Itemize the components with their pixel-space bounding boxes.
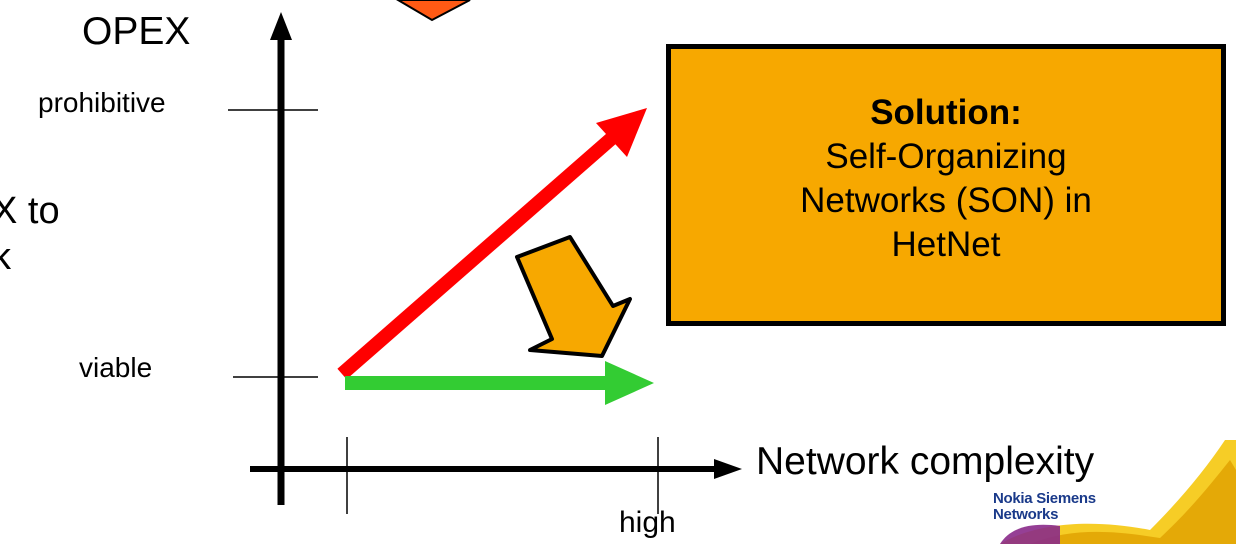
logo-wave xyxy=(1000,440,1236,544)
y-tick-label-viable: viable xyxy=(79,352,153,383)
logo-text-line2: Networks xyxy=(993,506,1059,523)
y-axis-arrowhead xyxy=(270,12,292,40)
orange-block-arrow xyxy=(515,235,632,358)
y-axis-label: OPEX xyxy=(82,10,191,53)
y-tick-label-prohibitive: prohibitive xyxy=(38,87,166,118)
left-text-fragment-line2: k xyxy=(0,236,11,278)
x-axis-arrowhead xyxy=(714,459,742,479)
x-axis-label: Network complexity xyxy=(756,440,1095,483)
top-arrow-fragment xyxy=(396,0,471,22)
green-arrow-head xyxy=(605,361,654,405)
solution-line-3: HetNet xyxy=(891,225,1001,264)
solution-title: Solution: xyxy=(870,93,1022,132)
solution-box: Solution: Self-Organizing Networks (SON)… xyxy=(666,44,1226,326)
logo-text-line1: Nokia Siemens xyxy=(993,490,1096,507)
solution-line-2: Networks (SON) in xyxy=(800,181,1092,220)
x-tick-label-high: high xyxy=(619,506,676,539)
red-arrow-shaft xyxy=(337,132,617,380)
left-text-fragment-line1: X to xyxy=(0,190,60,232)
solution-line-1: Self-Organizing xyxy=(825,137,1067,176)
red-arrow-head xyxy=(596,108,647,157)
